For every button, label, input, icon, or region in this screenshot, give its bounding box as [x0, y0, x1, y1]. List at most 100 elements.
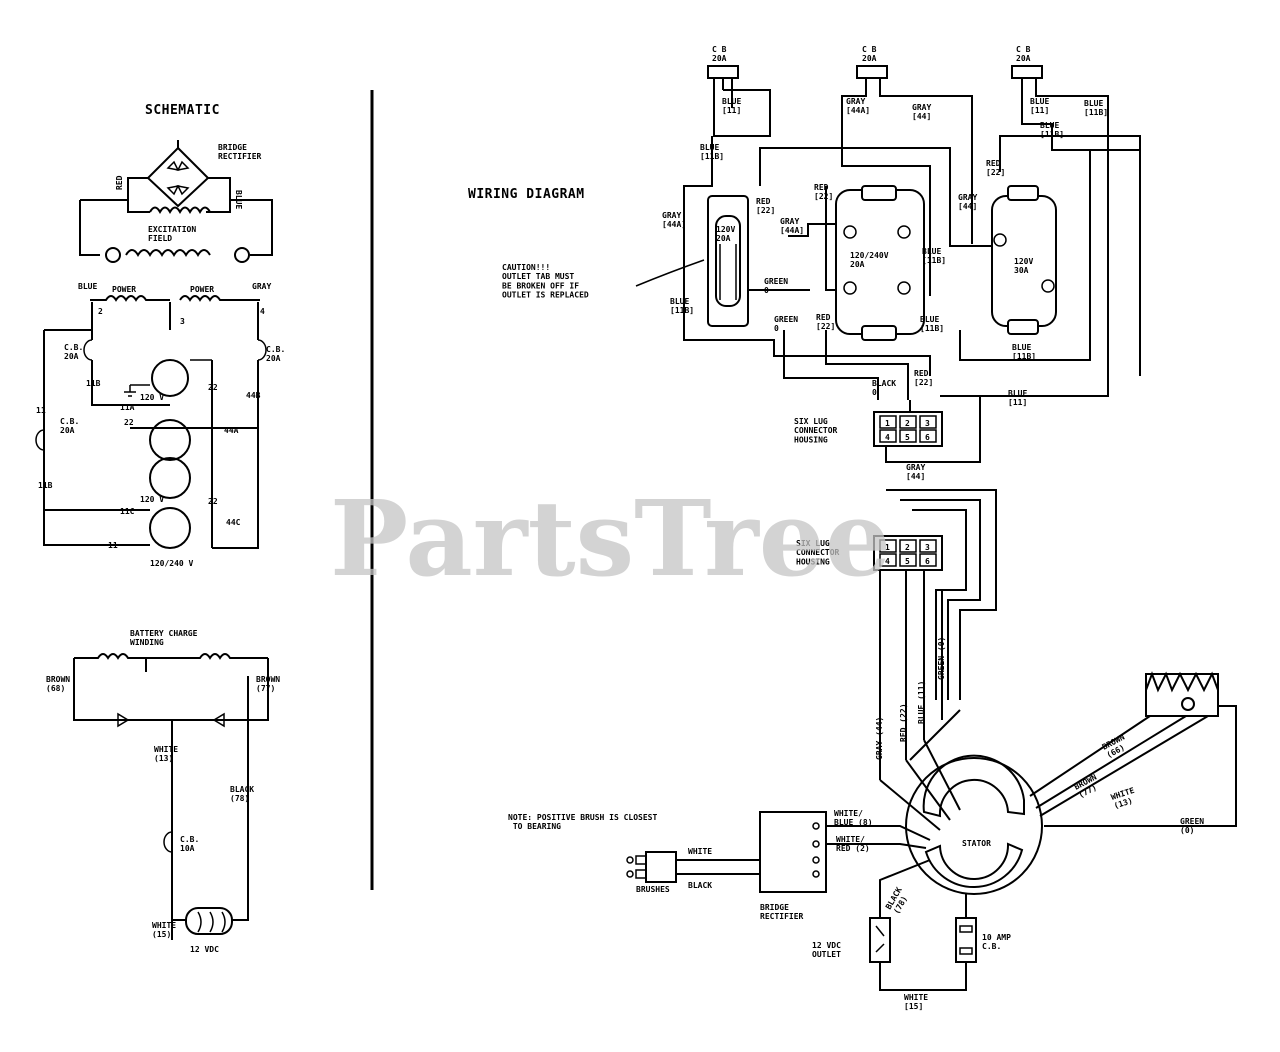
svg-text:5: 5 — [905, 433, 910, 442]
num-44c: 44C — [226, 518, 241, 527]
num-11c: 11C — [120, 507, 135, 516]
stator-label: STATOR — [962, 839, 991, 848]
power-left-label: POWER — [112, 285, 136, 294]
blue-11-vert: BLUE (11) — [917, 681, 926, 724]
vdc-label: 12 VDC — [190, 945, 219, 954]
wiring-title: WIRING DIAGRAM — [468, 187, 585, 202]
black-78: BLACK(78) — [884, 885, 912, 915]
bridge-rectifier-box — [759, 811, 931, 893]
schematic-title: SCHEMATIC — [145, 103, 220, 118]
power-windings — [90, 295, 260, 302]
gray-44-r: GRAY[44] — [958, 193, 977, 211]
white-red-label: WHITE/RED (2) — [836, 835, 870, 853]
wire-gray-label: GRAY — [252, 282, 271, 291]
svg-text:2: 2 — [905, 419, 910, 428]
gray-44-vert: GRAY (44) — [875, 717, 884, 760]
regulator-block — [1029, 671, 1237, 827]
schematic-outlet-1 — [151, 359, 189, 397]
num-11b: 11B — [86, 379, 101, 388]
red-22-e: RED[22] — [914, 369, 933, 387]
cb-top-right: C.B.20A — [266, 345, 285, 363]
white-15-label: WHITE(15) — [152, 921, 176, 939]
wire-blue-label: BLUE — [78, 282, 97, 291]
vdc-outlet — [869, 917, 891, 963]
circuit-breaker-3 — [1011, 65, 1043, 79]
circuit-breaker-2 — [856, 65, 888, 79]
gray-44a-m: GRAY[44A] — [780, 217, 804, 235]
power-right-label: POWER — [190, 285, 214, 294]
svg-text:6: 6 — [925, 557, 930, 566]
svg-text:4: 4 — [885, 557, 890, 566]
field-coil — [125, 249, 211, 257]
blue-11b-a: BLUE[11B] — [700, 143, 724, 161]
svg-text:2: 2 — [905, 543, 910, 552]
six-lug-connector-2: 1 2 3 4 5 6 — [873, 535, 943, 571]
white-15: WHITE[15] — [904, 993, 928, 1011]
brown-77: BROWN(77) — [1073, 772, 1103, 799]
red-22-d: RED[22] — [816, 313, 835, 331]
num-22: 22 — [208, 383, 218, 392]
white-13: WHITE(13) — [1110, 786, 1139, 811]
outlet-b-label: 120 V — [140, 495, 164, 504]
svg-text:6: 6 — [925, 433, 930, 442]
blue-11b-l: BLUE[11B] — [670, 297, 694, 315]
blue-11-r: BLUE[11] — [1030, 97, 1049, 115]
num-3: 3 — [180, 317, 185, 326]
num-44b: 44B — [246, 391, 261, 400]
svg-text:3: 3 — [925, 419, 930, 428]
num-118: 11B — [38, 481, 53, 490]
black-78-label: BLACK(78) — [230, 785, 254, 803]
outlet-c-label: 120/240 V — [150, 559, 194, 568]
white-brush: WHITE — [688, 847, 712, 856]
caution-arrow — [635, 259, 705, 287]
red-22-b: RED[22] — [814, 183, 833, 201]
six-lug-connector-1: 1 2 3 4 5 6 — [873, 411, 943, 447]
positive-brush-note: NOTE: POSITIVE BRUSH IS CLOSEST TO BEARI… — [508, 813, 657, 831]
gray-44a-l: GRAY[44A] — [662, 211, 686, 229]
red-22-vert: RED (22) — [899, 703, 908, 742]
circuit-breaker-1 — [707, 65, 739, 79]
blue-11b-c: BLUE[11B] — [1012, 343, 1036, 361]
black-brush: BLACK — [688, 881, 712, 890]
red-22-a: RED[22] — [756, 197, 775, 215]
bridge-rectifier-symbol — [127, 140, 231, 213]
slip-ring-left — [105, 247, 121, 263]
battery-connector — [185, 907, 233, 935]
stator: STATOR — [905, 754, 1043, 895]
blue-11b-b: BLUE[11B] — [920, 315, 944, 333]
num-2: 2 — [98, 307, 103, 316]
brushes-label: BRUSHES — [636, 885, 670, 894]
red-22-c: RED[22] — [986, 159, 1005, 177]
num-11d: 11 — [108, 541, 118, 550]
schematic-outlet-2 — [149, 419, 191, 461]
svg-text:1: 1 — [885, 419, 890, 428]
gray-44-bottom: GRAY[44] — [906, 463, 925, 481]
slip-ring-right — [234, 247, 250, 263]
schematic-red-label: RED — [115, 175, 124, 190]
gray-44a-top: GRAY[44A] — [846, 97, 870, 115]
num-22c: 22 — [208, 497, 218, 506]
svg-text:1: 1 — [885, 543, 890, 552]
green-0-vert: GREEN (0) — [937, 637, 946, 680]
brown-77-label: BROWN(77) — [256, 675, 280, 693]
cb-mid-left: C.B.20A — [60, 417, 79, 435]
svg-text:3: 3 — [925, 543, 930, 552]
excitation-coil — [149, 206, 211, 215]
watermark-text: PartsTree — [330, 477, 891, 600]
cb-10a-label: C.B.10A — [180, 835, 199, 853]
